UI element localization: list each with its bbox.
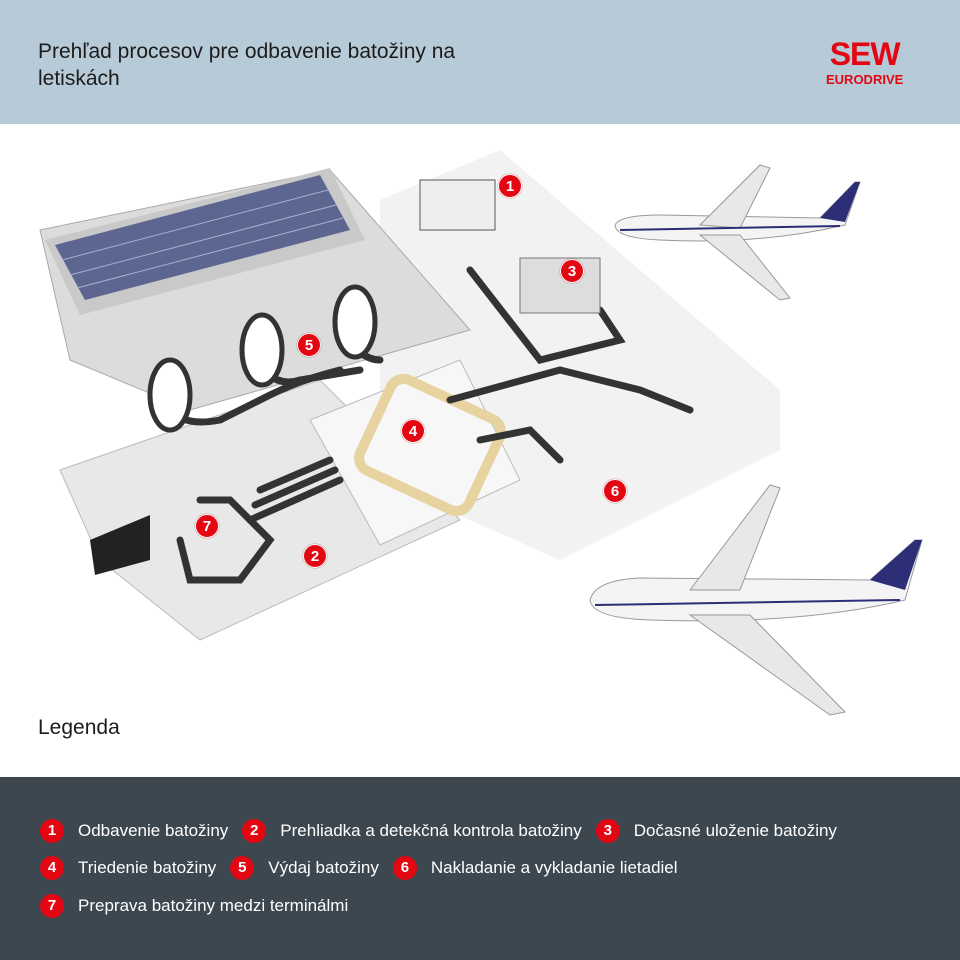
legend-label: Odbavenie batožiny — [78, 821, 229, 840]
logo-top: SEW — [829, 36, 901, 72]
legend-label: Nakladanie a vykladanie lietadiel — [430, 858, 678, 877]
marker-3: 3 — [560, 259, 584, 283]
legend-item: 3 Dočasné uloženie batožiny — [595, 819, 837, 843]
legend-item: 4 Triedenie batožiny — [40, 856, 216, 880]
checkin-area — [419, 179, 496, 231]
marker-4: 4 — [401, 419, 425, 443]
legend-panel: 1 Odbavenie batožiny 2 Prehliadka a detekč… — [0, 777, 960, 960]
reclaim-carousels — [147, 284, 378, 433]
page-title: Prehľad procesov pre odbavenie batožiny … — [38, 40, 456, 90]
logo-bottom: EURODRIVE — [826, 72, 904, 87]
marker-1: 1 — [498, 174, 522, 198]
airport-diagram — [39, 150, 923, 716]
legend-title: Legenda — [38, 716, 120, 739]
number-badge: 1 — [40, 819, 64, 843]
legend-label: Triedenie batožiny — [78, 858, 217, 877]
legend-item: 6 Nakladanie a vykladanie lietadiel — [392, 856, 678, 880]
number-badge: 3 — [595, 819, 620, 843]
header-banner: Prehľad procesov pre odbavenie batožiny … — [0, 0, 960, 124]
airplane-top — [614, 164, 861, 301]
number-badge: 4 — [40, 856, 64, 880]
legend-label: Dočasné uloženie batožiny — [633, 821, 837, 840]
legend-item: 7 Preprava batožiny medzi terminálmi — [40, 894, 348, 918]
airplane-bottom — [589, 484, 923, 716]
number-badge: 6 — [392, 856, 417, 880]
number-badge: 7 — [40, 894, 64, 918]
legend-label: Preprava batožiny medzi terminálmi — [78, 896, 349, 915]
legend-item: 1 Odbavenie batožiny — [40, 819, 228, 843]
number-badge: 5 — [230, 856, 255, 880]
marker-2: 2 — [303, 544, 327, 568]
marker-7: 7 — [195, 514, 219, 538]
legend-item: 5 Výdaj batožiny — [230, 856, 379, 880]
marker-6: 6 — [603, 479, 627, 503]
sew-eurodrive-logo: SEW EURODRIVE — [826, 38, 903, 86]
legend-item: 2 Prehliadka a detekčná kontrola batožiny — [242, 819, 582, 843]
number-badge: 2 — [242, 819, 267, 843]
legend-label: Výdaj batožiny — [268, 858, 379, 877]
tunnel-entrance — [90, 515, 150, 575]
airport-illustration: 1 2 3 4 5 6 7 — [0, 124, 960, 777]
solar-panels — [55, 175, 350, 300]
marker-5: 5 — [297, 333, 321, 357]
solar-grid — [61, 189, 344, 289]
legend-label: Prehliadka a detekčná kontrola batožiny — [280, 821, 582, 840]
